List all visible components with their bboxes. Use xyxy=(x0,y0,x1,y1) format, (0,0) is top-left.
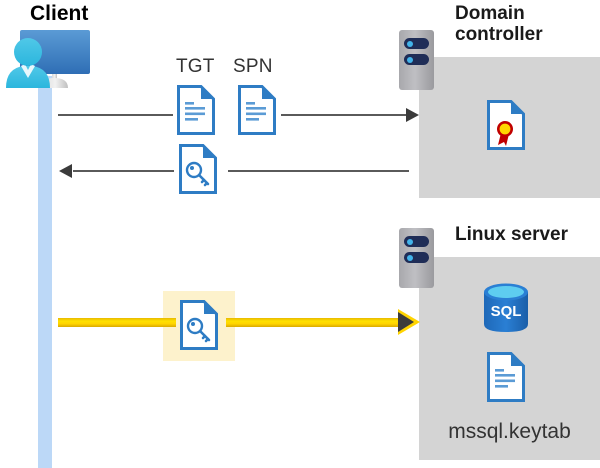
user-computer-icon xyxy=(2,26,98,96)
certificate-document-icon xyxy=(487,100,525,150)
request-arrowhead-icon xyxy=(406,108,419,122)
page-title-client: Client xyxy=(30,2,89,25)
page-title-linux-server: Linux server xyxy=(455,224,568,245)
keytab-document-icon xyxy=(487,352,525,402)
sql-database-icon: SQL xyxy=(481,282,531,334)
service-ticket-key-document-icon xyxy=(179,144,217,194)
ticket-arrow-line-left xyxy=(58,318,176,327)
server-bay-icon xyxy=(404,38,429,49)
page-title-domain-controller: Domain controller xyxy=(455,3,543,46)
request-arrow-line-left xyxy=(58,114,173,116)
domain-controller-server-icon xyxy=(399,30,434,90)
response-arrowhead-icon xyxy=(59,164,72,178)
request-arrow-line-right xyxy=(281,114,409,116)
service-ticket-key-document-icon xyxy=(180,300,218,350)
spn-document-icon xyxy=(238,85,276,135)
spn-label: SPN xyxy=(233,56,273,77)
response-arrow-line-right xyxy=(228,170,409,172)
tgt-label: TGT xyxy=(176,56,215,77)
linux-server-server-icon xyxy=(399,228,434,288)
ticket-arrow-line-right xyxy=(226,318,404,327)
tgt-document-icon xyxy=(177,85,215,135)
server-bay-icon xyxy=(404,252,429,263)
server-bay-icon xyxy=(404,236,429,247)
response-arrow-line-left xyxy=(73,170,174,172)
server-bay-icon xyxy=(404,54,429,65)
client-lifeline xyxy=(38,76,52,468)
svg-text:SQL: SQL xyxy=(491,303,522,320)
ticket-arrowhead-icon xyxy=(398,312,414,332)
keytab-filename-label: mssql.keytab xyxy=(448,420,571,443)
